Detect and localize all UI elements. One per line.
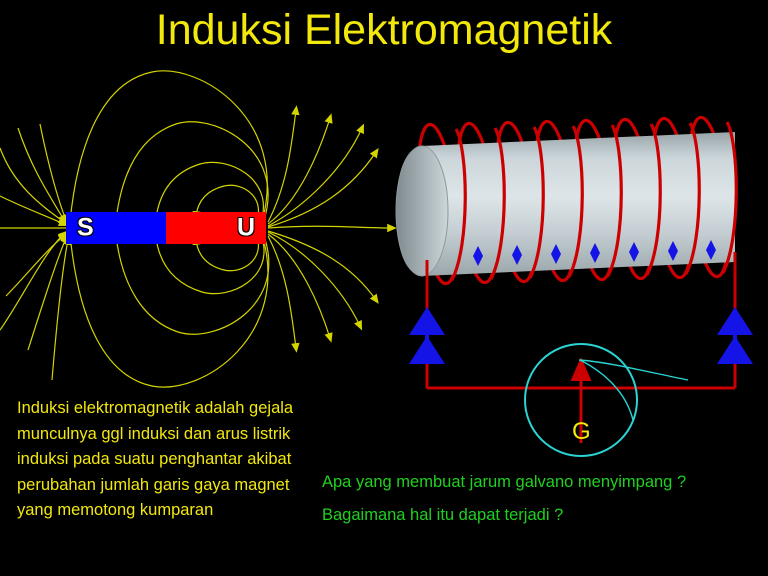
galvanometer-label: G bbox=[572, 418, 591, 445]
field-line-outer-bottom bbox=[66, 229, 269, 388]
circuit-wires bbox=[425, 252, 737, 390]
field-line-right-6 bbox=[267, 233, 333, 343]
page-title: Induksi Elektromagnetik bbox=[155, 6, 613, 54]
field-line-right-2 bbox=[267, 123, 364, 227]
magnet-north-label: U bbox=[236, 213, 255, 242]
question-2: Bagaimana hal itu dapat terjadi ? bbox=[322, 506, 564, 524]
magnet-north-pole: U bbox=[166, 212, 266, 244]
magnet-south-pole: S bbox=[66, 212, 166, 244]
field-line-right-7 bbox=[267, 235, 300, 353]
field-line-right-5 bbox=[267, 231, 363, 331]
question-1: Apa yang membuat jarum galvano menyimpan… bbox=[322, 473, 687, 491]
field-line-mid-bottom bbox=[112, 231, 270, 335]
field-line-left-8 bbox=[39, 123, 69, 225]
galvanometer-scale-arc-2 bbox=[579, 359, 634, 421]
field-line-right-3 bbox=[267, 148, 379, 228]
field-line-mid-top bbox=[112, 121, 269, 225]
field-line-right-1 bbox=[267, 113, 333, 225]
magnet-south-label: S bbox=[77, 213, 94, 242]
current-direction-arrows bbox=[409, 307, 753, 364]
coil-turns-front bbox=[450, 121, 738, 281]
field-line-core-bottom bbox=[192, 235, 259, 272]
field-line-left-4 bbox=[0, 230, 68, 331]
field-line-right-8 bbox=[267, 105, 300, 223]
coil-turns-back bbox=[416, 115, 731, 286]
field-line-right-4 bbox=[267, 230, 379, 304]
coil-current-markers bbox=[473, 240, 716, 266]
field-line-left-5 bbox=[5, 233, 68, 297]
bar-magnet: S U bbox=[66, 212, 266, 244]
field-line-outer-top bbox=[66, 70, 268, 227]
field-line-inner-top bbox=[152, 161, 265, 223]
field-line-inner-bottom bbox=[152, 233, 265, 295]
field-line-left-7 bbox=[51, 235, 72, 381]
questions-block: Apa yang membuat jarum galvano menyimpan… bbox=[322, 466, 762, 532]
definition-paragraph: Induksi elektromagnetik adalah gejala mu… bbox=[17, 399, 294, 520]
field-line-right-axis bbox=[267, 223, 397, 233]
field-line-left-1 bbox=[17, 127, 67, 225]
field-line-left-6 bbox=[27, 233, 69, 351]
solenoid-core bbox=[395, 132, 735, 277]
field-line-left-3 bbox=[0, 195, 69, 226]
galvanometer-scale-arc-1 bbox=[578, 359, 689, 381]
field-line-left-2 bbox=[0, 147, 68, 225]
galvanometer bbox=[524, 343, 689, 457]
